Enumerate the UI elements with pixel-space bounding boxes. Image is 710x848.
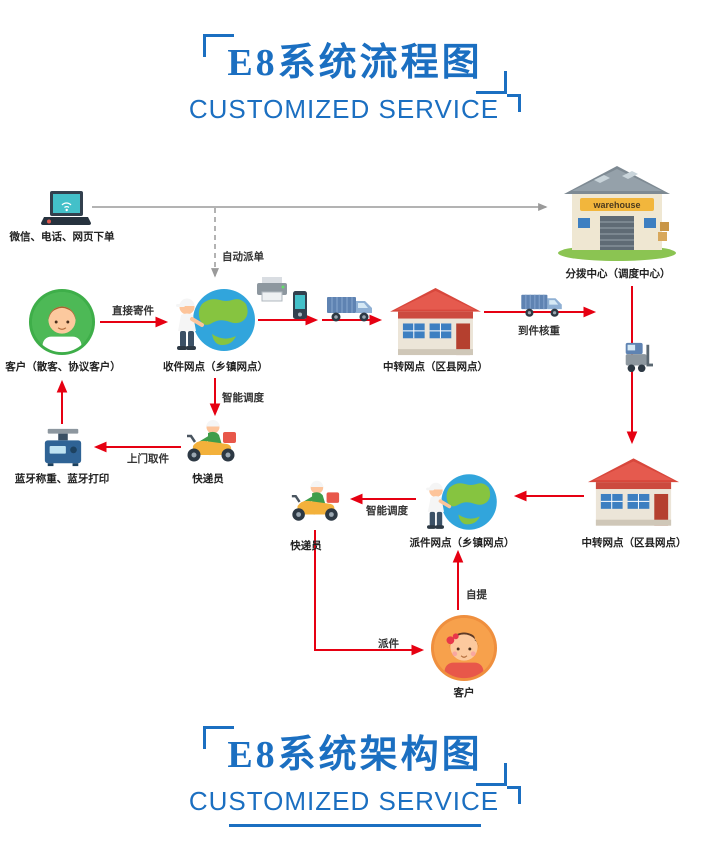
arch-subtitle: CUSTOMIZED SERVICE [0,785,710,827]
title-bracket-topleft-icon [203,34,235,57]
label-transit-outlet-inbound: 中转网点（区县网点） [383,361,488,373]
subtitle-bracket-icon [507,785,522,804]
flow-section-header: E8系统流程图 CUSTOMIZED SERVICE [0,34,710,125]
label-distribution-center: 分拨中心（调度中心） [565,268,671,280]
arch-section-header: E8系统架构图 CUSTOMIZED SERVICE [0,726,710,827]
girl-avatar [430,614,498,682]
truck-icon [326,294,374,324]
printer-icon [256,276,288,302]
arch-title: E8系统架构图 [203,726,507,786]
forklift-icon [621,338,653,376]
scooter-courier-icon [183,418,239,464]
warehouse-sign-text: warehouse [592,200,640,210]
title-bracket-bottomright-icon [475,762,507,786]
pos-terminal-icon [292,290,308,320]
label-delivery-outlet: 派件网点（乡镇网点） [409,537,515,549]
title-bracket-bottomright-icon [475,70,507,94]
laptop-icon [40,190,92,230]
edge-label-direct-send: 直接寄件 [112,305,154,317]
label-order-channels: 微信、电话、网页下单 [9,231,115,243]
label-courier-delivery: 快递员 [290,540,322,552]
label-transit-outlet-outbound: 中转网点（区县网点） [581,537,687,549]
transit-outlet-building-icon [586,452,681,532]
label-bluetooth-devices: 蓝牙称重、蓝牙打印 [14,473,110,485]
transit-outlet-building-icon [388,284,483,359]
scooter-courier-icon [288,478,342,524]
arch-subtitle-text: CUSTOMIZED SERVICE [188,785,500,816]
flow-subtitle-text: CUSTOMIZED SERVICE [188,93,500,124]
customer-avatar [28,288,96,356]
cargo-truck-icon [520,292,564,319]
flow-title: E8系统流程图 [203,34,507,94]
warehouse-building-icon: warehouse [556,158,678,262]
edge-label-self-pickup: 自提 [466,589,487,601]
bluetooth-scale-icon [42,426,84,468]
globe-courier-icon [172,282,258,358]
edge-label-smart-dispatch-pickup: 智能调度 [222,392,264,404]
edge-label-arrival-weighing: 到件核重 [518,325,560,337]
flow-subtitle: CUSTOMIZED SERVICE [0,93,710,125]
subtitle-bracket-icon [507,93,522,112]
edge-label-auto-dispatch: 自动派单 [222,251,264,263]
arch-title-text: E8系统架构图 [227,734,483,776]
edge-label-smart-dispatch-delivery: 智能调度 [366,505,408,517]
subtitle-underline [229,823,481,827]
edge-label-deliver-parcel: 派件 [378,638,399,650]
label-courier-pickup: 快递员 [192,473,224,485]
label-customer-sender: 客户（散客、协议客户） [5,361,121,373]
flow-title-text: E8系统流程图 [227,42,483,84]
globe-courier-icon [418,468,504,536]
label-customer-receiver: 客户 [453,687,475,699]
title-bracket-topleft-icon [203,726,235,749]
edge-label-door-pickup: 上门取件 [127,453,169,465]
label-receiving-outlet: 收件网点（乡镇网点） [163,361,268,373]
